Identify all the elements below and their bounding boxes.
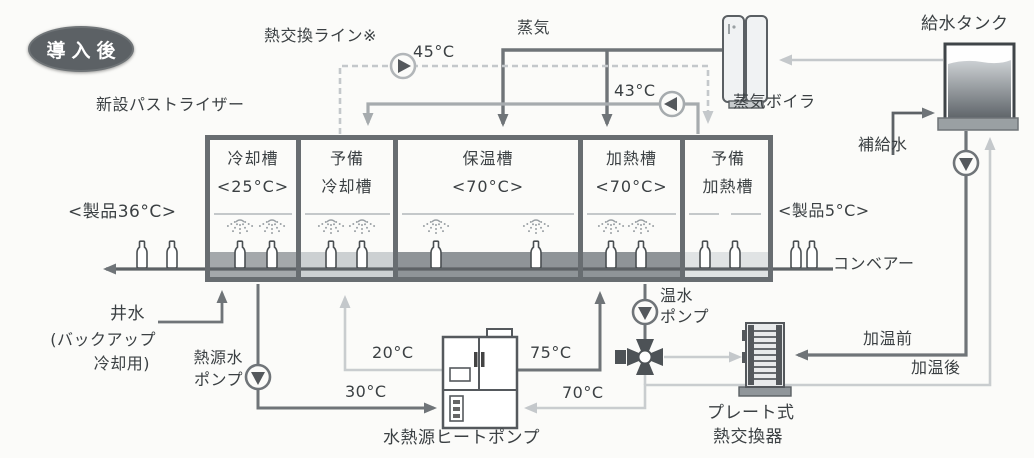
hot-water-pump-label1: 温水	[660, 286, 694, 305]
temp-43c: 43°C	[614, 81, 656, 100]
product-in-label: <製品5°C>	[778, 201, 870, 220]
tank3-temp: <70°C>	[451, 177, 525, 196]
return-line-43c	[362, 102, 700, 134]
tank1-temp: <25°C>	[216, 177, 290, 196]
before-heat-label: 加温前	[863, 329, 913, 348]
plate-heat-exchanger-icon	[738, 322, 792, 397]
cold-line-20c	[339, 295, 443, 372]
after-heat-label: 加温後	[911, 358, 961, 377]
tank2-name2: 冷却槽	[321, 177, 373, 196]
pump-icon-43c	[658, 90, 686, 118]
temp-45c: 45°C	[413, 42, 455, 61]
temp-30c: 30°C	[345, 382, 387, 401]
steam-boiler-icon	[722, 15, 768, 109]
well-water-note1: (バックアップ	[50, 330, 156, 349]
makeup-water-line	[891, 107, 935, 155]
three-way-valve-icon	[615, 339, 663, 375]
steam-boiler-label: 蒸気ボイラ	[733, 92, 816, 111]
well-water-line	[158, 290, 228, 324]
return-line-70c	[524, 374, 746, 414]
plate-hx-label1: プレート式	[707, 403, 795, 423]
tank1-name: 冷却槽	[227, 149, 279, 168]
water-tank-icon	[937, 42, 1019, 131]
temp-75c: 75°C	[530, 343, 572, 362]
conveyor-label: コンベアー	[833, 254, 915, 273]
hot-water-pump-icon	[631, 298, 659, 326]
heat-exchange-line-45c	[338, 64, 714, 134]
steam-line	[497, 48, 723, 127]
hot-water-pump-label2: ポンプ	[660, 307, 710, 326]
water-strip	[210, 252, 771, 277]
sprays	[227, 220, 654, 234]
heat-source-pump-label2: ポンプ	[193, 370, 243, 389]
heat-source-pump-label1: 熱源水	[193, 348, 243, 367]
heat-pump-icon	[441, 328, 519, 430]
after-heat-line	[784, 137, 996, 387]
hot-line-75c	[517, 291, 606, 372]
well-water-note2: 冷却用)	[93, 354, 150, 373]
feedwater-pump-icon	[952, 149, 980, 177]
tank4-name: 加熱槽	[605, 149, 657, 168]
tank4-temp: <70°C>	[595, 177, 668, 196]
heat-pump-label: 水熱源ヒートポンプ	[383, 428, 540, 448]
steam-label: 蒸気	[517, 18, 551, 37]
water-tank-label: 給水タンク	[921, 14, 1009, 34]
heat-source-pump-icon	[244, 363, 272, 391]
tank5-name: 予備	[710, 149, 745, 168]
temp-70c: 70°C	[562, 383, 604, 402]
pasteurizer-title: 新設パストライザー	[96, 95, 245, 114]
tank2-name: 予備	[329, 149, 364, 168]
heat-exchange-line-label: 熱交換ライン※	[264, 26, 377, 45]
pump-icon-45c	[389, 52, 417, 80]
temp-20c: 20°C	[372, 343, 414, 362]
pasteurizer-box	[205, 135, 773, 282]
heat-source-line-30c	[256, 284, 437, 414]
well-water-label: 井水	[110, 304, 145, 324]
tank3-name: 保温槽	[462, 149, 514, 168]
makeup-water-label: 補給水	[858, 135, 908, 154]
before-heat-line	[795, 131, 968, 361]
product-out-label: <製品36°C>	[68, 202, 177, 222]
status-badge: 導入後	[28, 26, 134, 72]
plate-hx-label2: 熱交換器	[713, 427, 783, 447]
tank5-name2: 加熱槽	[702, 177, 754, 196]
